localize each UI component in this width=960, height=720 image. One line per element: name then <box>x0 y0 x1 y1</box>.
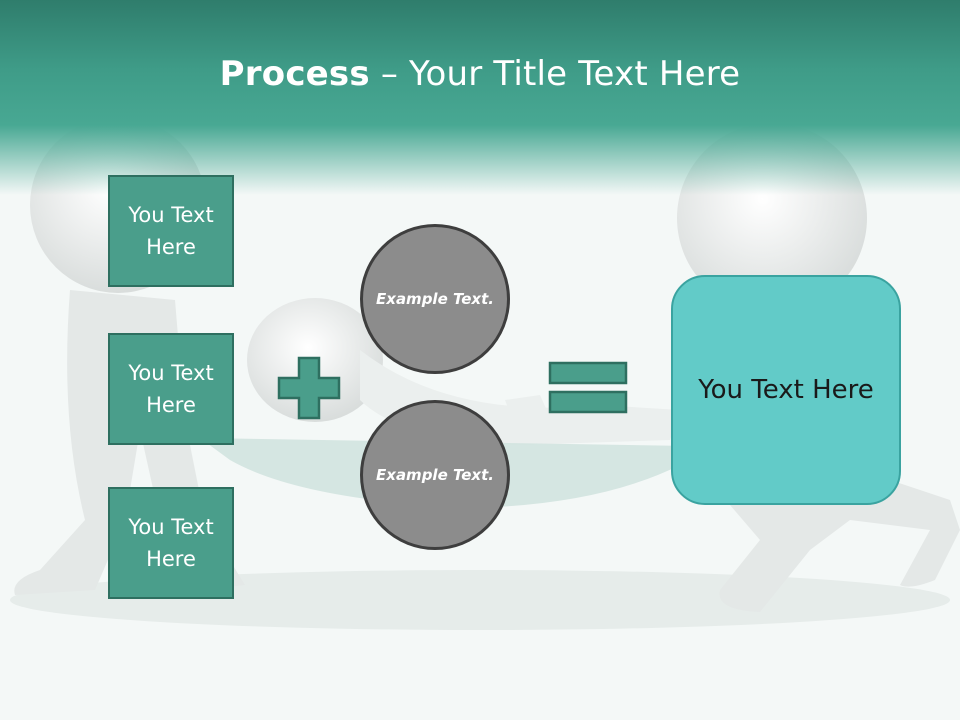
example-circle-1[interactable]: Example Text. <box>360 224 510 374</box>
page-title: Process – Your Title Text Here <box>0 50 960 98</box>
text-box-1-label: You Text Here <box>128 203 214 259</box>
result-box[interactable]: You Text Here <box>671 275 901 505</box>
text-box-3[interactable]: You Text Here <box>108 487 234 599</box>
text-box-2[interactable]: You Text Here <box>108 333 234 445</box>
example-circle-2[interactable]: Example Text. <box>360 400 510 550</box>
example-circle-1-label: Example Text. <box>376 289 494 308</box>
title-rest: – Your Title Text Here <box>380 54 741 94</box>
header-band <box>0 0 960 195</box>
text-box-2-label: You Text Here <box>128 361 214 417</box>
text-box-1[interactable]: You Text Here <box>108 175 234 287</box>
text-box-3-label: You Text Here <box>128 515 214 571</box>
equals-icon <box>548 361 628 414</box>
example-circle-2-label: Example Text. <box>376 465 494 484</box>
plus-icon <box>277 356 341 420</box>
title-bold: Process <box>219 54 370 94</box>
result-box-label: You Text Here <box>698 375 874 405</box>
